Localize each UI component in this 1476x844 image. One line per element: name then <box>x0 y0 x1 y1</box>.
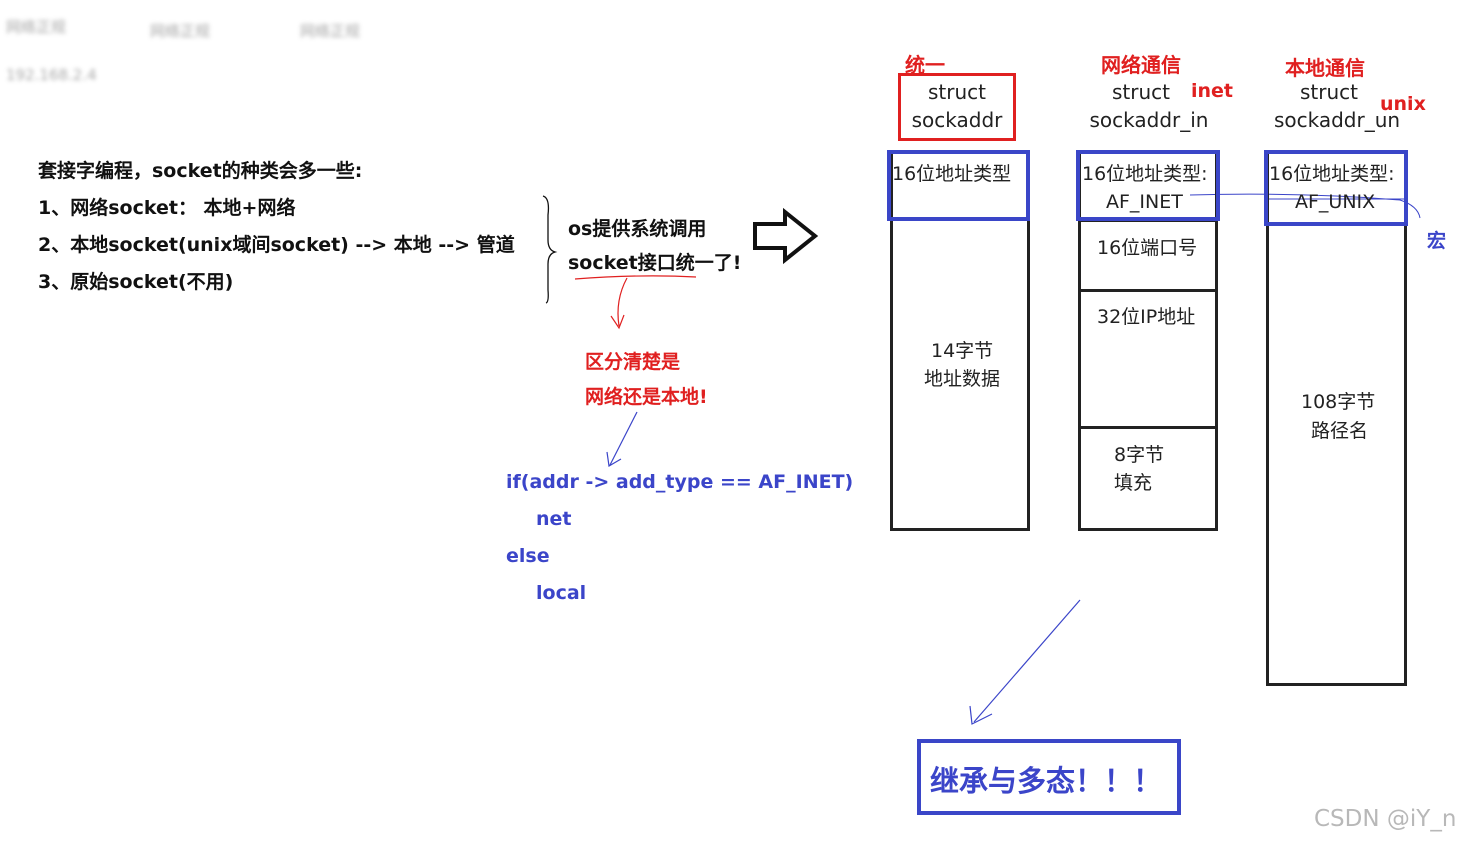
blue-arrow-head <box>606 451 622 467</box>
conclusion-text: 继承与多态！！！ <box>930 764 1163 798</box>
sockaddr-in-name: sockaddr_in <box>1089 108 1209 132</box>
sockaddr-un-name: sockaddr_un <box>1273 108 1401 132</box>
sockaddr-un-type-cell <box>1264 150 1408 226</box>
notes-heading: 套接字编程，socket的种类会多一些: <box>38 160 363 182</box>
blue-arrow-line <box>609 411 638 466</box>
sockaddr-un-type-line-2: AF_UNIX <box>1295 191 1376 213</box>
sockaddr-in-pad-line-2: 填充 <box>1114 472 1153 494</box>
socket-unified-text: socket接口统一了! <box>568 252 742 274</box>
sockaddr-struct-keyword: struct <box>928 80 986 104</box>
code-line-3: else <box>506 545 550 567</box>
notes-item-1: 1、网络socket： 本地+网络 <box>38 197 296 219</box>
brace-shape <box>542 195 558 304</box>
sockaddr-in-struct-keyword: struct <box>1112 80 1170 104</box>
sockaddr-type-label: 16位地址类型 <box>892 163 1012 185</box>
sockaddr-type-cell <box>887 150 1030 221</box>
sockaddr-in-type-cell <box>1076 150 1220 221</box>
sockaddr-in-type-line-1: 16位地址类型: <box>1082 163 1208 185</box>
sockaddr-data-line-1: 14字节 <box>931 340 994 362</box>
divider <box>1078 426 1218 429</box>
distinguish-line-2: 网络还是本地! <box>585 386 708 408</box>
sockaddr-un-path-line-2: 路径名 <box>1311 420 1369 442</box>
sockaddr-name: sockaddr <box>911 108 1003 132</box>
local-title: 本地通信 <box>1285 56 1365 80</box>
sockaddr-un-struct-keyword: struct <box>1300 80 1358 104</box>
blurred-header-1: 网络正规 <box>6 18 67 36</box>
inet-tag: inet <box>1191 80 1234 102</box>
divider <box>1078 289 1218 292</box>
blurred-header-3: 网络正规 <box>300 22 361 40</box>
distinguish-line-1: 区分清楚是 <box>585 351 681 373</box>
os-syscall-text: os提供系统调用 <box>568 218 707 240</box>
sockaddr-in-ip: 32位IP地址 <box>1097 306 1196 328</box>
red-underline <box>574 275 697 280</box>
divider <box>1078 220 1218 222</box>
code-line-2: net <box>536 508 572 530</box>
watermark: CSDN @iY_n <box>1314 806 1457 832</box>
blurred-header-2: 网络正规 <box>150 22 211 40</box>
sockaddr-in-pad-line-1: 8字节 <box>1114 444 1165 466</box>
macro-note: 宏 <box>1427 230 1447 252</box>
unix-tag: unix <box>1380 93 1426 115</box>
conclusion-box <box>917 739 1181 815</box>
notes-item-2: 2、本地socket(unix域间socket) --> 本地 --> 管道 <box>38 234 515 256</box>
notes-item-3: 3、原始socket(不用) <box>38 271 234 293</box>
sockaddr-data-line-2: 地址数据 <box>924 368 1001 390</box>
hollow-arrow-icon <box>753 207 819 265</box>
network-title: 网络通信 <box>1101 53 1181 77</box>
sockaddr-un-type-line-1: 16位地址类型: <box>1269 163 1395 185</box>
sockaddr-in-type-line-2: AF_INET <box>1106 191 1183 213</box>
sockaddr-un-path-line-1: 108字节 <box>1301 391 1376 413</box>
blurred-sub: 192.168.2.4 <box>6 66 97 84</box>
macro-connector-line <box>1189 193 1421 219</box>
sockaddr-label-box <box>898 73 1016 141</box>
conclusion-arrow-head <box>969 705 993 725</box>
red-arrow-line <box>617 277 628 327</box>
conclusion-arrow-line <box>973 599 1081 723</box>
code-line-4: local <box>536 582 587 604</box>
red-arrow-head <box>610 314 625 330</box>
sockaddr-in-port: 16位端口号 <box>1097 237 1198 259</box>
code-line-1: if(addr -> add_type == AF_INET) <box>506 471 854 493</box>
